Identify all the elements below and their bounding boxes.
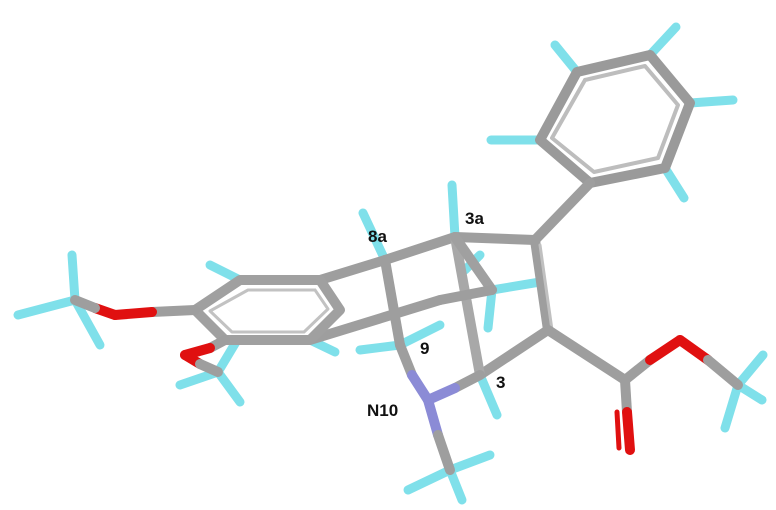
atom-label-3a: 3a [465,209,484,228]
nitrogen-bonds [395,340,485,475]
atom-label-9: 9 [420,339,429,358]
hydrogen-bonds [13,22,768,505]
carbon-bonds [190,50,695,385]
atom-label-n10: N10 [367,401,398,420]
atom-label-8a: 8a [368,227,387,246]
atom-labels: 8a 3a 9 N10 3 [367,209,505,420]
atom-label-3: 3 [496,373,505,392]
oxygen-bonds [70,295,743,455]
